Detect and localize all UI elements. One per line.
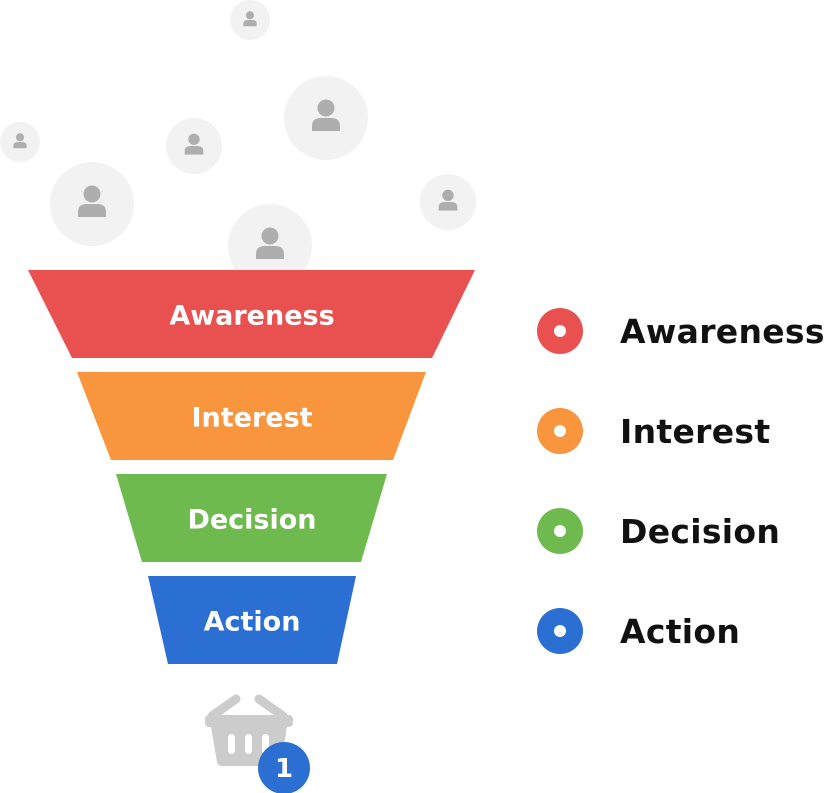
funnel-segment — [28, 270, 475, 358]
legend-item-interest: Interest — [537, 407, 770, 455]
legend-label: Awareness — [620, 311, 824, 351]
user-icon — [13, 133, 27, 149]
user-icon — [184, 133, 204, 155]
person-bubble — [230, 0, 270, 40]
funnel-stage-label: Decision — [187, 505, 316, 536]
person-bubble — [228, 204, 312, 288]
funnel-stage-interest: Interest — [77, 372, 426, 460]
shopping-basket-icon: 1 — [205, 694, 310, 793]
person-bubble — [0, 122, 40, 162]
person-bubble — [420, 174, 476, 230]
legend-item-decision: Decision — [537, 507, 780, 555]
cart-count: 1 — [275, 754, 293, 784]
legend-dot-awareness-icon — [537, 308, 583, 354]
legend-label: Interest — [620, 411, 771, 451]
person-bubble — [166, 118, 222, 174]
funnel-stage-decision: Decision — [116, 474, 387, 562]
cart-count-badge: 1 — [258, 742, 310, 793]
people-group — [0, 0, 476, 288]
legend-dot-decision-icon — [537, 508, 583, 554]
user-icon — [256, 227, 284, 259]
funnel-stage-label: Interest — [191, 403, 312, 434]
funnel-segment — [77, 372, 426, 460]
user-icon — [243, 11, 257, 27]
user-icon — [312, 99, 340, 131]
person-bubble — [50, 162, 134, 246]
funnel-segment — [148, 576, 356, 664]
legend-label: Action — [620, 611, 741, 651]
legend-label: Decision — [620, 511, 781, 551]
person-bubble — [284, 76, 368, 160]
user-icon — [438, 189, 458, 211]
funnel-stage-awareness: Awareness — [28, 270, 475, 358]
funnel-stage-label: Awareness — [169, 301, 334, 332]
funnel-stage-action: Action — [148, 576, 356, 664]
legend-dot-action-icon — [537, 608, 583, 654]
legend-item-action: Action — [537, 607, 740, 655]
user-icon — [78, 185, 106, 217]
funnel-segment — [116, 474, 387, 562]
funnel-stage-label: Action — [204, 607, 301, 638]
legend-dot-interest-icon — [537, 408, 583, 454]
legend-item-awareness: Awareness — [537, 307, 824, 355]
